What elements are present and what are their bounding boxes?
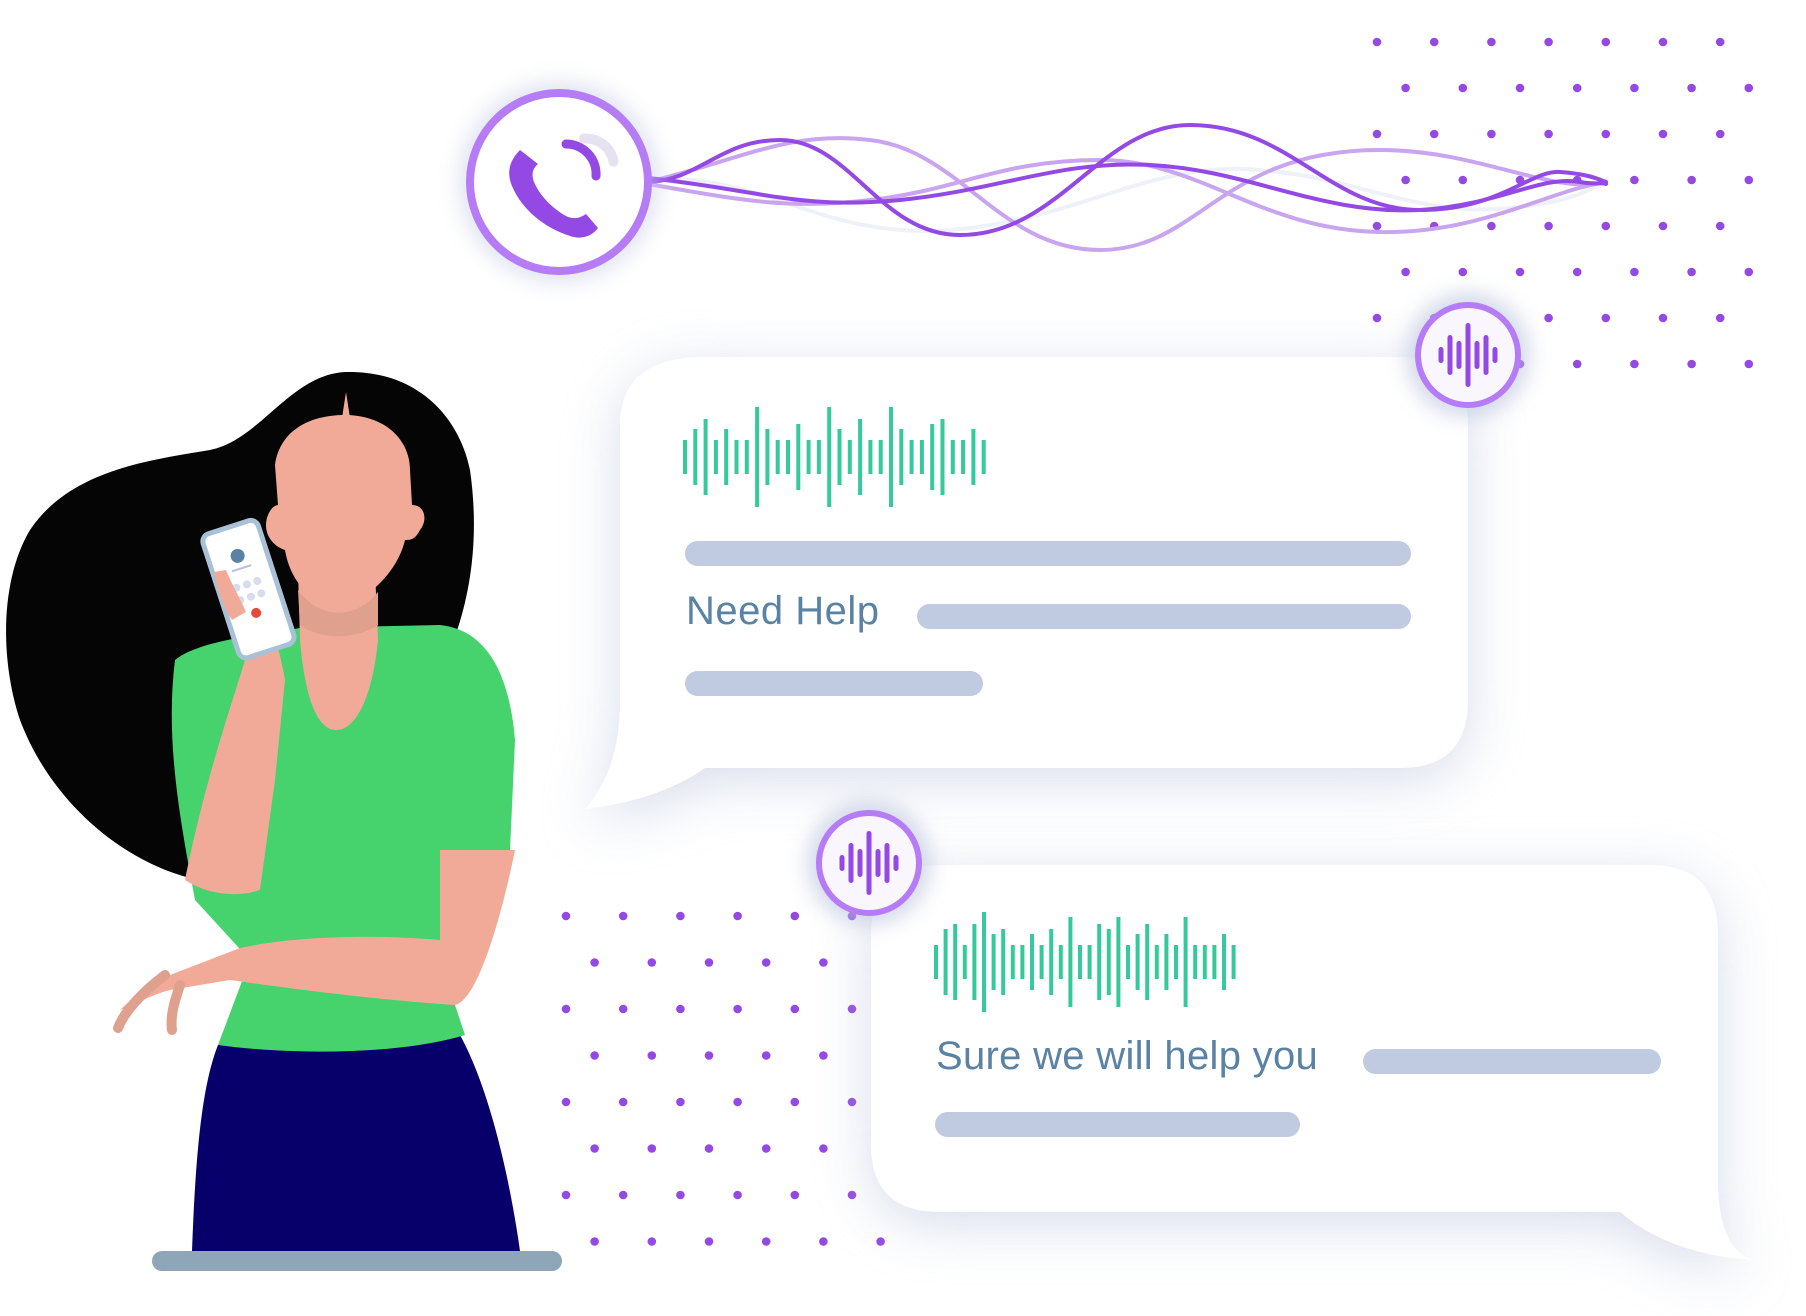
bubble-reply-text: Sure we will help you bbox=[936, 1034, 1319, 1078]
dot-grid-bottom-left bbox=[561, 911, 885, 1246]
sound-waves bbox=[646, 122, 1609, 253]
bubble-incoming-text: Need Help bbox=[686, 589, 880, 633]
